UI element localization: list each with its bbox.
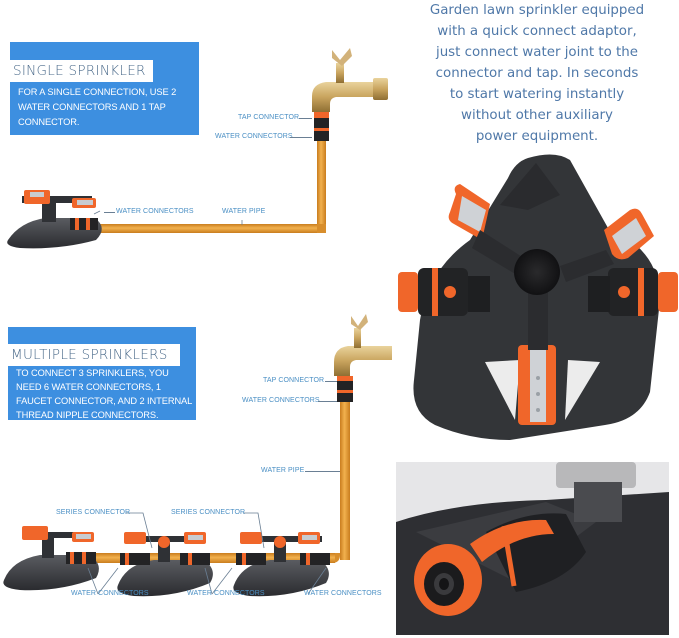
- sprinkler-top-view-photo: [398, 154, 678, 440]
- quick-connector-closeup-photo: [396, 462, 669, 635]
- single-sprinkler-box: SINGLE SPRINKLER FOR A SINGLE CONNECTION…: [10, 42, 199, 135]
- leader-lines: [87, 210, 327, 595]
- leader-water-connectors-sprinkler-single: [104, 212, 115, 213]
- label-water-pipe-single: WATER PIPE: [222, 208, 266, 215]
- multiple-sprinklers-box: MULTIPLE SPRINKLERS TO CONNECT 3 SPRINKL…: [8, 327, 196, 420]
- single-sprinkler-icon: [7, 190, 102, 249]
- single-faucet-icon: [312, 48, 388, 112]
- sprinkler-1-icon: [3, 526, 99, 591]
- label-series-connector-1: SERIES CONNECTOR: [56, 509, 131, 516]
- single-tap-connectors: [314, 112, 329, 141]
- label-water-connectors-3: WATER CONNECTORS: [304, 590, 382, 597]
- label-water-connectors-tap-single: WATER CONNECTORS: [215, 133, 293, 140]
- single-sprinkler-title: SINGLE SPRINKLER: [10, 60, 153, 82]
- label-series-connector-2: SERIES CONNECTOR: [171, 509, 246, 516]
- sprinkler-2-icon: [117, 532, 213, 597]
- multiple-tap-connectors: [337, 376, 353, 402]
- single-sprinkler-description: FOR A SINGLE CONNECTION, USE 2 WATER CON…: [18, 87, 177, 127]
- leader-tap-connector-multiple: [325, 381, 337, 382]
- quick-connector-closeup-icon: [396, 462, 669, 635]
- label-tap-connector-single: TAP CONNECTOR: [238, 114, 300, 121]
- leader-tap-connector-single: [299, 118, 312, 119]
- single-pipe: [96, 140, 326, 233]
- product-description: Garden lawn sprinkler equipped with a qu…: [429, 3, 645, 144]
- multiple-sprinklers-title: MULTIPLE SPRINKLERS: [8, 344, 180, 366]
- leader-water-pipe-multiple: [305, 471, 340, 472]
- leader-water-connectors-tap-single: [290, 137, 312, 138]
- label-water-connectors-sprinkler-single: WATER CONNECTORS: [116, 208, 194, 215]
- label-water-connectors-2: WATER CONNECTORS: [187, 590, 265, 597]
- sprinkler-3-icon: [233, 532, 330, 597]
- label-water-connectors-tap-multiple: WATER CONNECTORS: [242, 397, 320, 404]
- multiple-sprinklers-description: TO CONNECT 3 SPRINKLERS, YOU NEED 6 WATE…: [16, 368, 193, 420]
- leader-water-connectors-tap-multiple: [318, 401, 337, 402]
- label-tap-connector-multiple: TAP CONNECTOR: [263, 377, 325, 384]
- label-water-connectors-1: WATER CONNECTORS: [71, 590, 149, 597]
- label-water-pipe-multiple: WATER PIPE: [261, 467, 305, 474]
- multiple-faucet-icon: [334, 314, 392, 376]
